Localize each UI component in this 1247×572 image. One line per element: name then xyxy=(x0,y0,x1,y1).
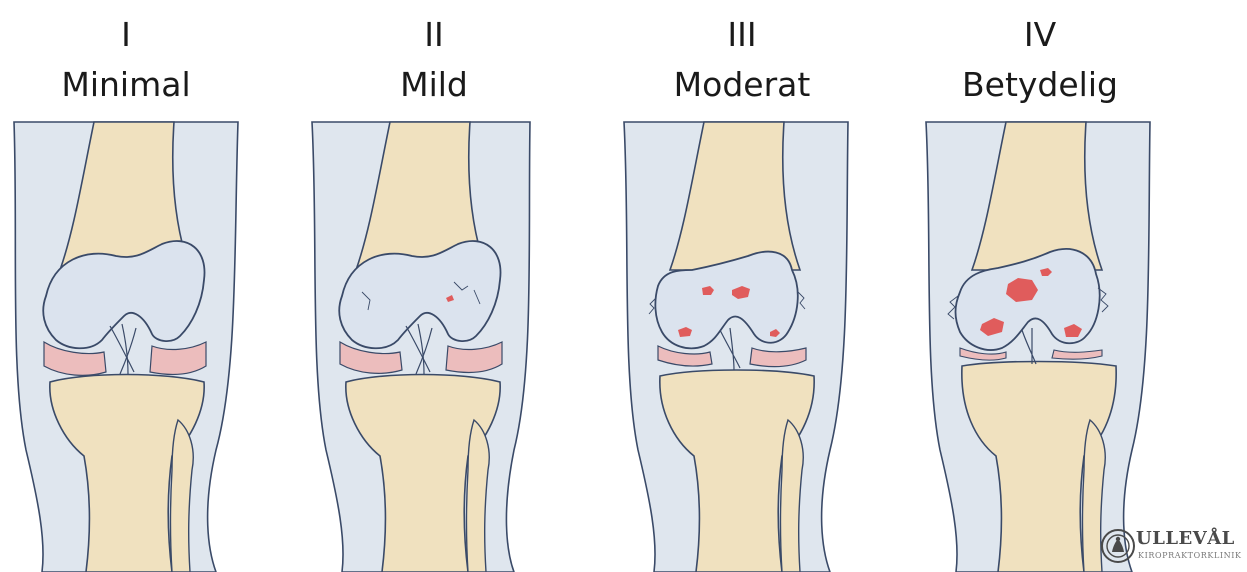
knee-illustration-stage-1 xyxy=(0,120,276,572)
clinic-logo: ULLEVÅL KIROPRAKTORKLINIK xyxy=(1100,526,1247,566)
stage-label: Betydelig xyxy=(890,66,1190,104)
stage-label: Moderat xyxy=(592,66,892,104)
stage-label: Minimal xyxy=(0,66,276,104)
knee-illustration-stage-4 xyxy=(890,120,1190,572)
stage-panel-4: IV Betydelig xyxy=(890,0,1190,572)
logo-name: ULLEVÅL xyxy=(1136,528,1235,549)
knee-illustration-stage-3 xyxy=(592,120,892,572)
stage-grade: IV xyxy=(890,16,1190,54)
stage-grade: III xyxy=(592,16,892,54)
stage-grade: I xyxy=(0,16,276,54)
logo-subtitle: KIROPRAKTORKLINIK xyxy=(1138,551,1242,560)
stage-grade: II xyxy=(284,16,584,54)
stage-panel-1: I Minimal xyxy=(0,0,276,572)
knee-illustration-stage-2 xyxy=(284,120,584,572)
logo-emblem-icon xyxy=(1100,528,1136,564)
stage-panel-2: II Mild xyxy=(284,0,584,572)
stage-label: Mild xyxy=(284,66,584,104)
stage-panel-3: III Moderat xyxy=(592,0,892,572)
